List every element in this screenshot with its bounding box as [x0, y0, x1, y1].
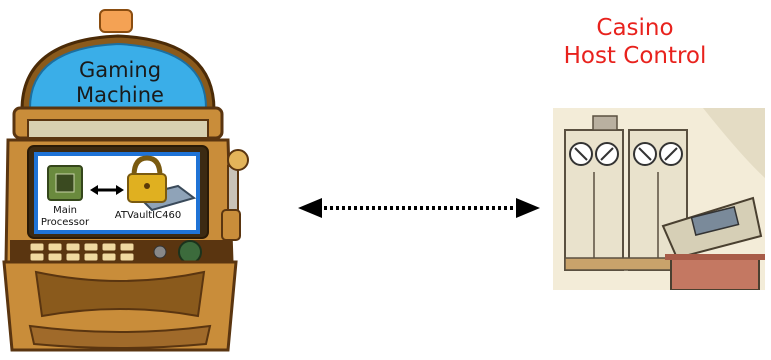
arrow-head-left-icon: [298, 198, 322, 218]
main-processor-label: Main Processor: [30, 205, 100, 229]
slot-lever-icon: [221, 149, 249, 241]
padlock-icon: [127, 155, 167, 203]
machine-title-line-2: Machine: [76, 83, 164, 107]
vault-chip-label: ATVaultIC460: [114, 210, 182, 221]
host-title: Casino Host Control: [520, 14, 750, 70]
host-title-line-2: Host Control: [563, 43, 707, 69]
host-title-line-1: Casino: [596, 15, 674, 41]
main-processor-label-line-1: Main: [53, 205, 77, 216]
communication-arrow: [298, 198, 540, 218]
machine-title: Gaming Machine: [40, 58, 200, 108]
processor-chip-icon: [47, 165, 83, 201]
host-console-icon: [553, 108, 765, 290]
machine-title-line-1: Gaming: [78, 58, 162, 82]
gaming-machine-illustration: [2, 9, 249, 352]
arrow-head-right-icon: [516, 198, 540, 218]
double-arrow-icon: [90, 185, 124, 195]
main-processor-label-line-2: Processor: [40, 217, 90, 228]
